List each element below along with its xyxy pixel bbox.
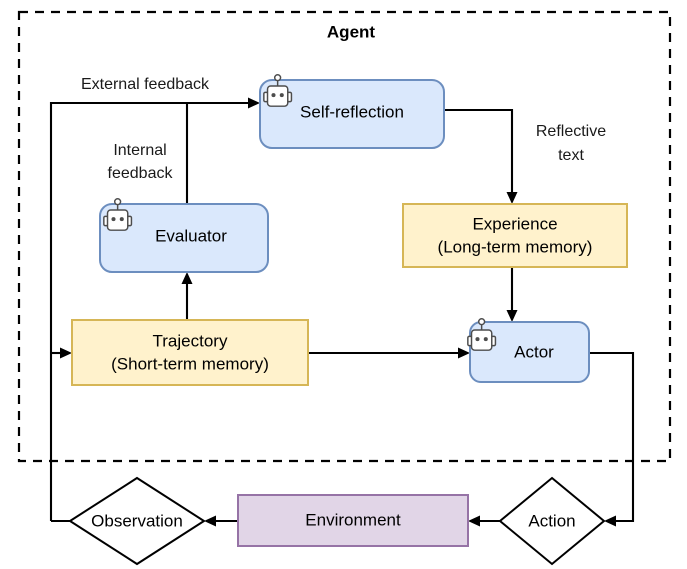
node-experience[interactable]: Experience (Long-term memory) bbox=[402, 203, 628, 268]
arrow-head-into-actor-top bbox=[506, 310, 518, 322]
arrow-head-into-observation bbox=[204, 515, 216, 527]
edge-action-to-environment bbox=[468, 515, 500, 527]
node-evaluator[interactable]: Evaluator bbox=[99, 197, 269, 273]
robot-icon bbox=[467, 317, 497, 351]
evaluator-box[interactable] bbox=[99, 203, 269, 273]
node-action[interactable]: Action bbox=[498, 476, 606, 566]
action-diamond[interactable] bbox=[498, 476, 606, 566]
action-label: Action bbox=[528, 511, 575, 530]
node-environment[interactable]: Environment bbox=[237, 494, 469, 547]
experience-box[interactable] bbox=[402, 203, 628, 268]
robot-icon bbox=[103, 197, 133, 231]
self-reflection-label: Self-reflection bbox=[300, 102, 404, 121]
evaluator-label: Evaluator bbox=[155, 226, 227, 245]
robot-icon bbox=[263, 73, 293, 107]
arrow-head-into-evaluator bbox=[181, 272, 193, 284]
node-trajectory[interactable]: Trajectory (Short-term memory) bbox=[71, 319, 309, 386]
edge-label-reflective-text-line2: text bbox=[558, 147, 584, 164]
arrow-head-into-trajectory bbox=[60, 347, 72, 359]
environment-box[interactable] bbox=[237, 494, 469, 547]
arrow-head-into-actor-left bbox=[458, 347, 470, 359]
edge-experience-to-actor bbox=[506, 267, 518, 322]
edge-self-reflection-to-experience bbox=[444, 108, 518, 204]
actor-box[interactable] bbox=[469, 321, 590, 383]
edge-trajectory-to-evaluator bbox=[181, 272, 193, 320]
edge-label-internal-feedback-line2: feedback bbox=[108, 165, 174, 182]
trajectory-box[interactable] bbox=[71, 319, 309, 386]
environment-label: Environment bbox=[305, 510, 401, 529]
edge-observation-to-trajectory bbox=[51, 347, 72, 359]
edge-trajectory-to-actor bbox=[308, 347, 470, 359]
edge-label-internal-feedback-line1: Internal bbox=[113, 142, 166, 159]
actor-label: Actor bbox=[514, 342, 554, 361]
observation-diamond[interactable] bbox=[68, 476, 206, 566]
edge-actor-to-action bbox=[589, 351, 635, 527]
arrow-head-into-self-reflection bbox=[248, 97, 260, 109]
node-observation[interactable]: Observation bbox=[68, 476, 206, 566]
trajectory-label-line2: (Short-term memory) bbox=[111, 354, 269, 373]
edge-external-feedback bbox=[49, 97, 260, 521]
arrow-head-into-experience bbox=[506, 192, 518, 204]
experience-label-line2: (Long-term memory) bbox=[438, 237, 593, 256]
observation-label: Observation bbox=[91, 511, 183, 530]
experience-label-line1: Experience bbox=[472, 214, 557, 233]
self-reflection-box[interactable] bbox=[259, 79, 445, 149]
node-actor[interactable]: Actor bbox=[467, 317, 590, 383]
arrow-head-into-action bbox=[604, 515, 616, 527]
agent-boundary bbox=[17, 10, 672, 463]
trajectory-label-line1: Trajectory bbox=[153, 331, 228, 350]
edge-label-reflective-text-line1: Reflective bbox=[536, 123, 606, 140]
node-self-reflection[interactable]: Self-reflection bbox=[259, 73, 445, 149]
edge-environment-to-observation bbox=[204, 515, 238, 527]
edge-label-external-feedback: External feedback bbox=[81, 76, 210, 93]
agent-title: Agent bbox=[327, 22, 376, 41]
arrow-head-into-environment bbox=[468, 515, 480, 527]
